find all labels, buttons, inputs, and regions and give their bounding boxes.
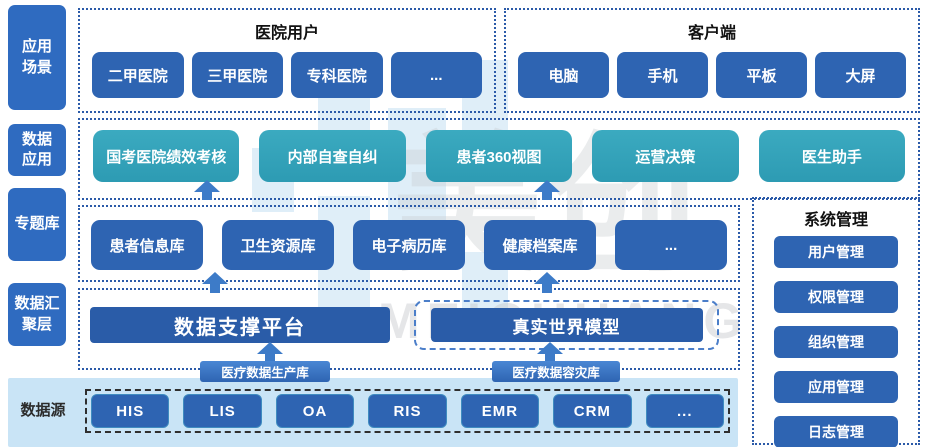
- node-lis: LIS: [183, 394, 262, 428]
- node-health-resource-library: 卫生资源库: [222, 220, 334, 270]
- node-phone: 手机: [617, 52, 708, 98]
- node-log-management: 日志管理: [774, 416, 898, 447]
- up-arrow-icon: [534, 180, 560, 200]
- thematic-libraries-group: 患者信息库 卫生资源库 电子病历库 健康档案库 ...: [78, 205, 740, 282]
- layer-label-data-application: 数据 应用: [8, 124, 66, 176]
- node-bigscreen: 大屏: [815, 52, 906, 98]
- node-national-performance-review: 国考医院绩效考核: [93, 130, 240, 182]
- datasource-bar: HIS LIS OA RIS EMR CRM ...: [8, 378, 738, 447]
- node-data-support-platform: 数据支撑平台: [90, 307, 390, 343]
- datasource-dashed-frame: HIS LIS OA RIS EMR CRM ...: [85, 389, 730, 433]
- production-db-badge: 医疗数据生产库: [200, 361, 330, 382]
- node-oa: OA: [275, 394, 355, 428]
- node-internal-self-inspection: 内部自查自纠: [259, 130, 406, 182]
- node-organization-management: 组织管理: [774, 326, 898, 358]
- layer-label-thematic: 专题库: [8, 188, 66, 261]
- up-arrow-icon: [257, 342, 283, 361]
- node-ris: RIS: [368, 394, 447, 428]
- node-source-more: ...: [645, 394, 724, 428]
- node-patient-360-view: 患者360视图: [425, 130, 573, 182]
- up-arrow-icon: [194, 180, 220, 200]
- clients-title: 客户端: [687, 25, 736, 42]
- node-his: HIS: [91, 394, 170, 428]
- system-management-group: 系统管理 用户管理 权限管理 组织管理 应用管理 日志管理: [752, 197, 920, 447]
- disaster-db-badge: 医疗数据容灾库: [492, 361, 620, 382]
- node-emr-library: 电子病历库: [353, 220, 465, 270]
- hospital-users-group: 医院用户 二甲医院 三甲医院 专科医院 ...: [78, 8, 496, 113]
- layer-label-aggregation: 数据汇 聚层: [8, 283, 66, 346]
- node-health-archive-library: 健康档案库: [484, 220, 596, 270]
- node-user-management: 用户管理: [774, 236, 898, 268]
- node-real-world-model: 真实世界模型: [430, 308, 703, 342]
- node-emr: EMR: [460, 394, 540, 428]
- real-world-model-dashed-frame: 真实世界模型: [414, 300, 719, 350]
- node-permission-management: 权限管理: [774, 281, 898, 313]
- node-hospital-more: ...: [390, 52, 482, 98]
- hospital-users-title: 医院用户: [254, 25, 319, 42]
- node-tablet: 平板: [716, 52, 807, 98]
- node-crm: CRM: [553, 394, 632, 428]
- node-patient-info-library: 患者信息库: [91, 220, 203, 270]
- node-grade2-hospital: 二甲医院: [92, 52, 184, 98]
- up-arrow-icon: [537, 342, 563, 361]
- up-arrow-icon: [534, 272, 560, 293]
- node-library-more: ...: [615, 220, 727, 270]
- node-application-management: 应用管理: [774, 371, 898, 403]
- aggregation-group: 数据支撑平台 真实世界模型: [78, 288, 740, 370]
- clients-group: 客户端 电脑 手机 平板 大屏: [504, 8, 920, 113]
- node-grade3-hospital: 三甲医院: [191, 52, 283, 98]
- system-management-title: 系统管理: [803, 212, 868, 229]
- layer-label-datasource: 数据源: [20, 401, 66, 419]
- up-arrow-icon: [202, 272, 228, 293]
- node-operation-decision: 运营决策: [592, 130, 739, 182]
- node-pc: 电脑: [518, 52, 609, 98]
- layer-label-app-scenario: 应用 场景: [8, 5, 66, 110]
- node-doctor-assistant: 医生助手: [758, 130, 906, 182]
- node-specialty-hospital: 专科医院: [291, 52, 383, 98]
